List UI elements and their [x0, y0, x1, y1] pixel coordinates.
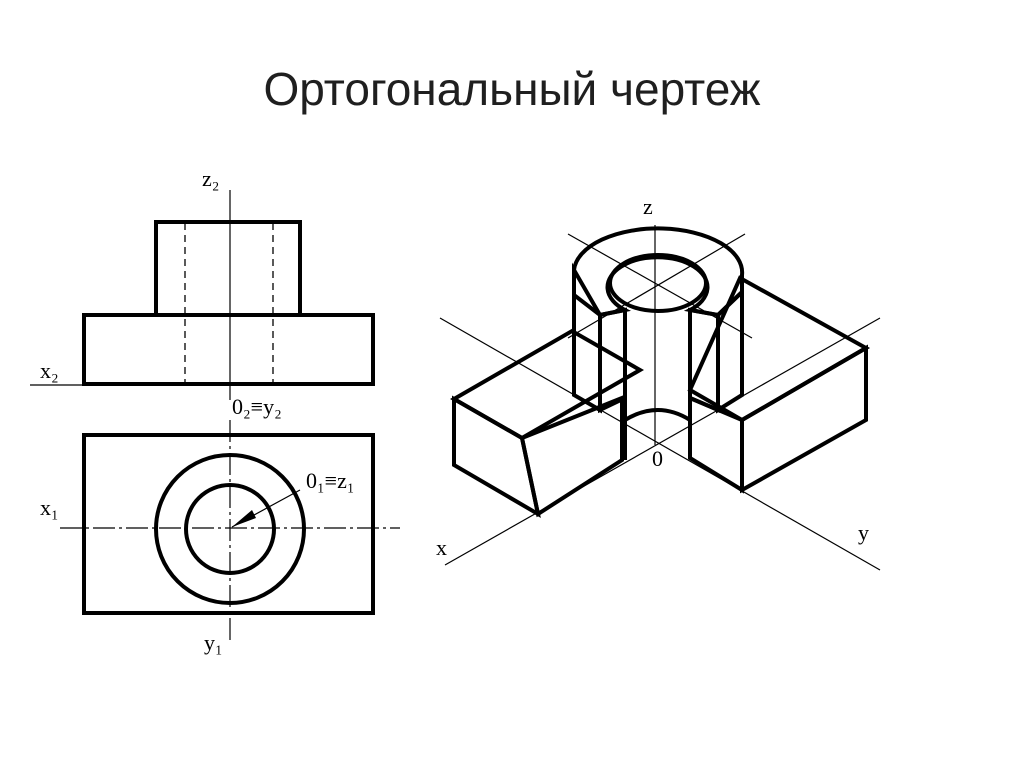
top-view	[60, 420, 400, 640]
inner-circle	[184, 483, 276, 575]
label-x2: x₂	[40, 358, 59, 383]
bore-bottom-arc	[623, 408, 692, 422]
label-x: x	[436, 535, 447, 560]
label-z: z	[643, 194, 653, 219]
cylinder-inner-top	[608, 253, 708, 313]
label-x1: x₁	[40, 495, 59, 520]
label-o2y2: 0₂≡y₂	[232, 394, 282, 419]
slide-title: Ортогональный чертеж	[263, 63, 761, 115]
leader-arrow	[232, 510, 256, 527]
left-block-top	[449, 328, 645, 441]
label-o1z1: 0₁≡z₁	[306, 468, 355, 493]
right-block-side	[740, 344, 868, 494]
cylinder-top-ring	[572, 226, 745, 318]
isometric-view	[439, 225, 881, 571]
iso-y-axis	[439, 317, 881, 571]
iso-x-axis	[444, 317, 881, 566]
label-y1: y₁	[204, 630, 223, 655]
front-boss	[154, 220, 302, 317]
label-y: y	[858, 520, 869, 545]
left-section	[519, 395, 624, 518]
label-z2: z₂	[202, 166, 219, 191]
label-origin: 0	[652, 446, 663, 471]
front-view	[30, 190, 375, 400]
outer-circle	[154, 453, 306, 605]
iso-top-diag-2	[567, 233, 746, 339]
front-base	[82, 313, 375, 386]
top-base	[82, 433, 375, 615]
